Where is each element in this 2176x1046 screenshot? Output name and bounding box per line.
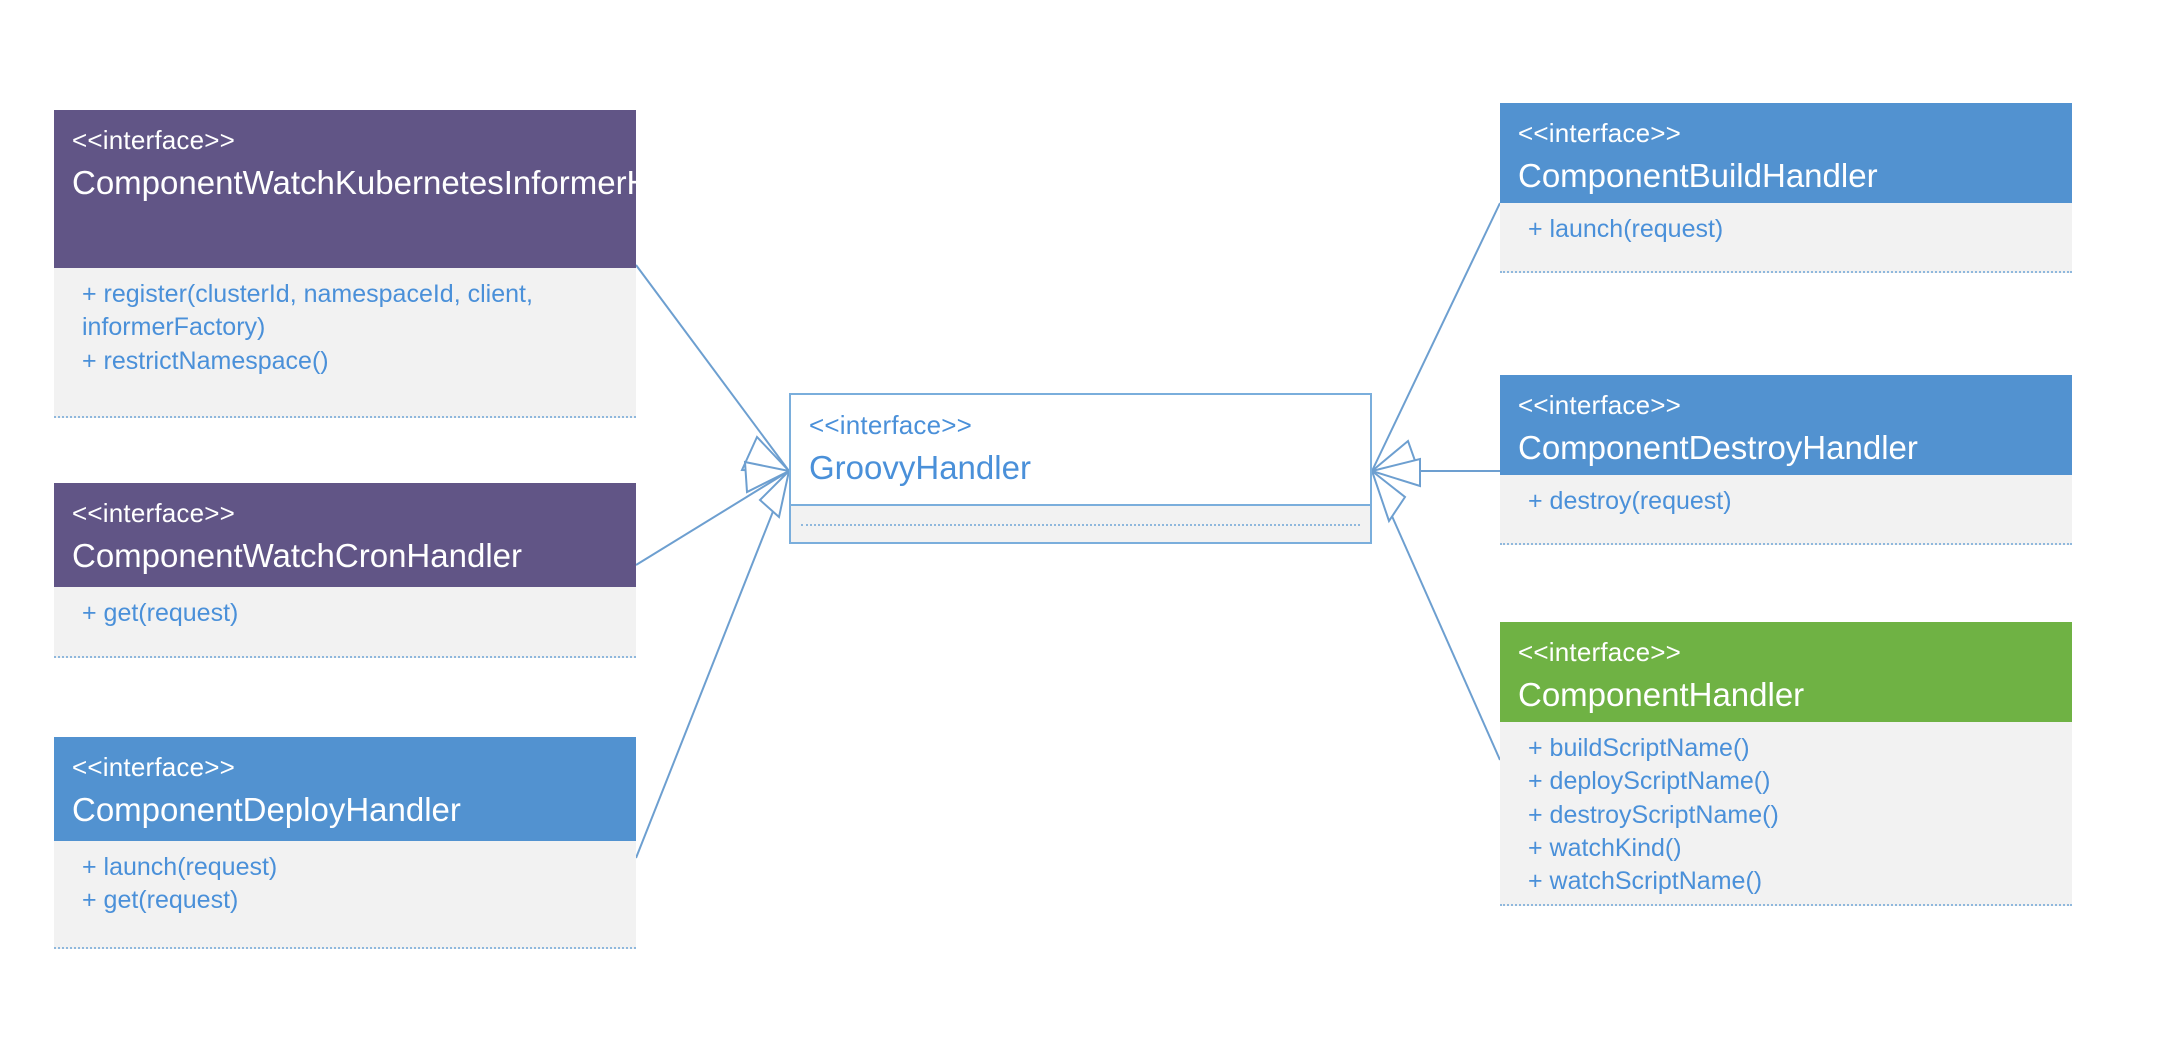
class-stereotype: <<interface>> xyxy=(72,125,236,155)
class-name: ComponentHandler xyxy=(1518,676,1805,714)
class-members: + launch(request) xyxy=(1500,203,2072,273)
class-header: <<interface>> ComponentWatchKubernetesIn… xyxy=(54,110,743,268)
class-members: + launch(request) + get(request) xyxy=(54,841,636,949)
class-member: + restrictNamespace() xyxy=(82,346,329,375)
class-name: ComponentDestroyHandler xyxy=(1518,429,1918,467)
class-header: <<interface>> ComponentDeployHandler xyxy=(54,737,636,841)
class-stereotype: <<interface>> xyxy=(1518,390,1682,420)
class-members: + get(request) xyxy=(54,587,636,658)
class-member: + deployScriptName() xyxy=(1528,767,1771,796)
class-stereotype: <<interface>> xyxy=(72,498,236,528)
class-members: + register(clusterId, namespaceId, clien… xyxy=(54,268,636,418)
edge-build-to-groovy xyxy=(1371,202,1501,472)
class-box-component-destroy-handler[interactable]: <<interface>> ComponentDestroyHandler + … xyxy=(1500,375,2072,545)
class-stereotype: <<interface>> xyxy=(72,752,236,782)
class-member: + destroyScriptName() xyxy=(1528,800,1779,829)
class-name: GroovyHandler xyxy=(809,449,1031,487)
class-member: + watchScriptName() xyxy=(1528,867,1763,895)
class-name: ComponentBuildHandler xyxy=(1518,157,1878,195)
class-stereotype: <<interface>> xyxy=(1518,118,1682,148)
class-stereotype: <<interface>> xyxy=(1518,637,1682,667)
edge-handler-to-groovy xyxy=(1371,470,1501,761)
class-box-component-handler[interactable]: <<interface>> ComponentHandler + buildSc… xyxy=(1500,622,2072,906)
class-header: <<interface>> ComponentHandler xyxy=(1500,622,2072,722)
class-name: ComponentWatchCronHandler xyxy=(72,537,522,575)
class-member: + buildScriptName() xyxy=(1528,734,1750,762)
generalization-arrowheads-left xyxy=(740,435,793,519)
class-stereotype: <<interface>> xyxy=(809,410,973,440)
class-member: + get(request) xyxy=(82,599,239,627)
class-members: + destroy(request) xyxy=(1500,475,2072,545)
class-box-component-deploy-handler[interactable]: <<interface>> ComponentDeployHandler + l… xyxy=(54,737,636,949)
class-members-empty xyxy=(791,504,1370,542)
class-member: + get(request) xyxy=(82,886,239,915)
empty-compartment-divider xyxy=(801,524,1360,526)
class-member: + destroy(request) xyxy=(1528,487,1732,515)
edge-deploy-to-groovy xyxy=(635,470,790,859)
class-header: <<interface>> GroovyHandler xyxy=(791,395,1370,504)
class-name: ComponentWatchKubernetesInformerHandler xyxy=(72,164,743,202)
class-member: + register(clusterId, namespaceId, clien… xyxy=(82,280,533,342)
class-header: <<interface>> ComponentBuildHandler xyxy=(1500,103,2072,203)
class-header: <<interface>> ComponentWatchCronHandler xyxy=(54,483,636,587)
class-name: ComponentDeployHandler xyxy=(72,791,461,829)
class-box-component-watch-cron-handler[interactable]: <<interface>> ComponentWatchCronHandler … xyxy=(54,483,636,658)
class-box-component-build-handler[interactable]: <<interface>> ComponentBuildHandler + la… xyxy=(1500,103,2072,273)
class-member: + launch(request) xyxy=(1528,215,1724,243)
generalization-arrowheads-right xyxy=(1368,439,1421,524)
class-box-component-watch-kubernetes-informer-handler[interactable]: <<interface>> ComponentWatchKubernetesIn… xyxy=(54,110,743,418)
class-members: + buildScriptName() + deployScriptName()… xyxy=(1500,722,2072,906)
class-member: + launch(request) xyxy=(82,853,278,881)
class-header: <<interface>> ComponentDestroyHandler xyxy=(1500,375,2072,475)
class-member: + watchKind() xyxy=(1528,833,1682,862)
class-box-groovy-handler[interactable]: <<interface>> GroovyHandler xyxy=(789,393,1372,544)
edge-watch-informer-to-groovy xyxy=(635,264,790,472)
edge-watch-cron-to-groovy xyxy=(635,470,790,566)
